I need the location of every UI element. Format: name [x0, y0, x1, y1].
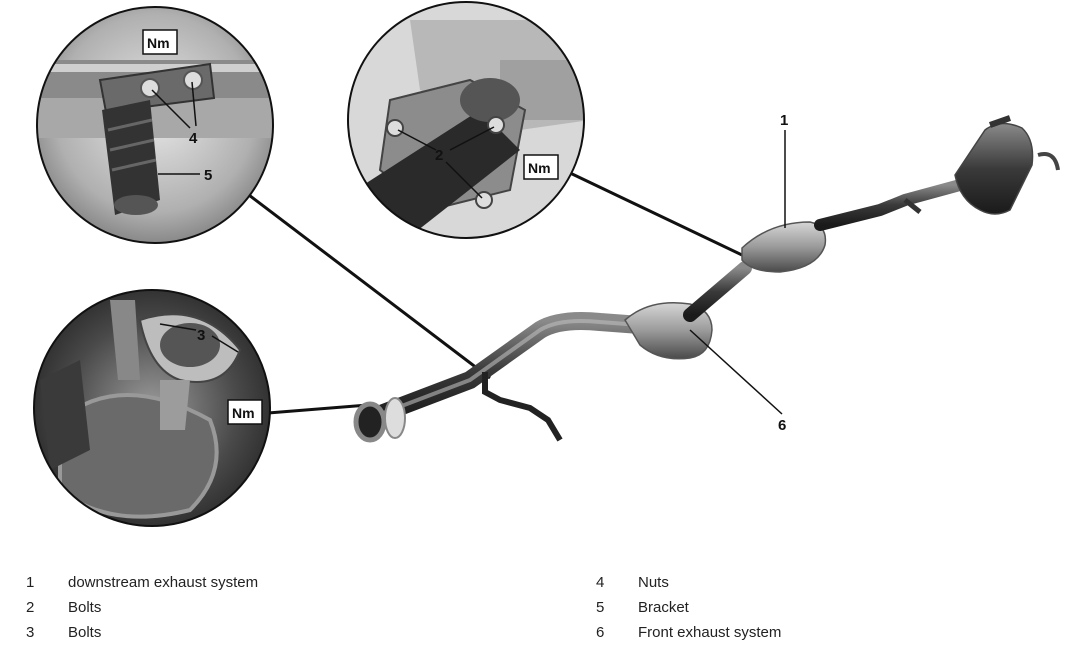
callout-3: 3	[197, 327, 205, 344]
legend-item: 2 Bolts	[26, 595, 258, 620]
legend-text: Bolts	[68, 599, 102, 616]
legend-number: 5	[596, 599, 605, 616]
callout-6-leader	[689, 329, 783, 415]
torque-badge-bottom-left-label: Nm	[232, 405, 255, 421]
torque-badge-top-center	[523, 154, 559, 180]
legend-number: 3	[26, 624, 35, 641]
callout-4: 4	[189, 130, 198, 147]
middle-silencer	[741, 221, 827, 273]
legend-right: 4 Nuts 5 Bracket 6 Front exhaust system	[596, 570, 781, 645]
detail-circle-bracket: 4 5 Nm	[36, 6, 274, 244]
callout-5: 5	[204, 167, 212, 184]
detail-circle-flange-bolts: 2 Nm	[347, 1, 585, 239]
exhaust-assembly	[353, 115, 1060, 443]
legend-text: Nuts	[638, 574, 669, 591]
leader-line-top-left	[244, 190, 491, 380]
torque-badge-bottom-left	[227, 399, 263, 425]
legend-number: 6	[596, 624, 605, 641]
legend-item: 3 Bolts	[26, 620, 258, 645]
legend-item: 5 Bracket	[596, 595, 781, 620]
torque-badge-top-left	[142, 29, 178, 55]
leader-line-top-center	[567, 170, 743, 257]
callout-2: 2	[435, 147, 443, 164]
torque-badge-top-left-label: Nm	[147, 35, 170, 51]
legend-item: 6 Front exhaust system	[596, 620, 781, 645]
detail-circle-manifold-bolts: 3 Nm	[33, 289, 271, 527]
legend-number: 4	[596, 574, 605, 591]
legend-number: 2	[26, 599, 35, 616]
legend-left: 1 downstream exhaust system 2 Bolts 3 Bo…	[26, 570, 258, 645]
exhaust-system-diagram: 1 6 4 5 Nm	[33, 1, 1060, 527]
legend-item: 4 Nuts	[596, 570, 781, 595]
callout-1: 1	[780, 112, 788, 129]
leader-line-bottom-left	[267, 403, 369, 415]
legend-text: Bolts	[68, 624, 102, 641]
legend-text: Bracket	[638, 599, 689, 616]
callout-6: 6	[778, 417, 786, 434]
legend-text: Front exhaust system	[638, 624, 782, 641]
torque-badge-top-center-label: Nm	[528, 160, 551, 176]
legend-number: 1	[26, 574, 35, 591]
legend-item: 1 downstream exhaust system	[26, 570, 258, 595]
legend-text: downstream exhaust system	[68, 574, 259, 591]
rear-muffler	[954, 122, 1034, 215]
